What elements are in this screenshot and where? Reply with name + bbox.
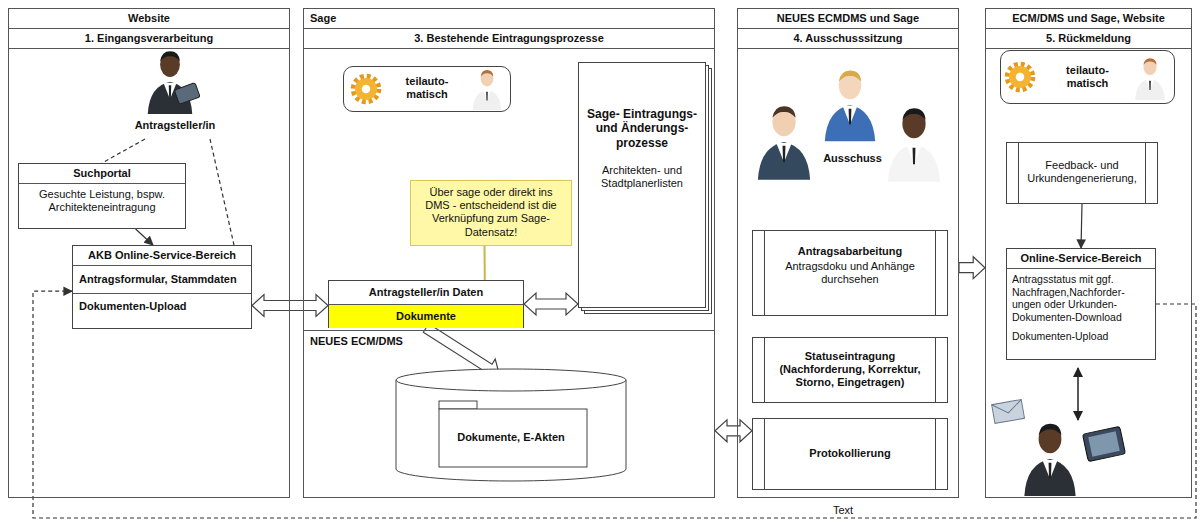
node-label: Protokollierung (771, 447, 929, 460)
node-label: NEUES ECMDMS und Sage (738, 9, 958, 29)
actor-group: Ausschuss (760, 70, 945, 188)
cylinder-outline (395, 368, 627, 482)
node-label: Dokumente, E-Akten (443, 431, 579, 444)
node-text: 4. Ausschusssitzung (738, 29, 958, 49)
node-label: ECM/DMS und Sage, Website (986, 9, 1191, 29)
node-text: 5. Rückmeldung (986, 29, 1191, 49)
swimlane: NEUES ECMDMS und Sage4. Ausschusssitzung… (737, 8, 959, 498)
arrow-connector (136, 229, 153, 245)
callout-pointer (484, 246, 486, 280)
swimlane: ECM/DMS und Sage, Website5. Rückmeldung t… (985, 8, 1192, 498)
edge-label: Text (830, 504, 856, 516)
node-label: Antragsteller/in Daten (329, 281, 523, 305)
node-text: Antragsformular, Stammdaten (73, 266, 251, 293)
node-text: Antragsdoku und Anhänge durchsehen (771, 260, 929, 286)
process-box: AntragsabarbeitungAntragsdoku und Anhäng… (752, 230, 948, 316)
node-text: Architekten- und Stadtplanerlisten (585, 164, 699, 190)
node-label: Website (9, 9, 289, 29)
node-label: Feedback- und Urkundengenerierung, (1025, 159, 1139, 185)
node-label: Antragsteller/in (125, 119, 225, 132)
applicant-icon (148, 51, 200, 114)
node-label: NEUES ECM/DMS (304, 331, 714, 352)
block-arrow (524, 293, 578, 315)
node-label: Ausschuss (760, 152, 945, 165)
node-label: teilauto- matisch (1053, 64, 1122, 90)
node-text: Gesuchte Leistung, bspw. Architekteneint… (19, 184, 185, 218)
block-arrow (715, 420, 752, 442)
actor: Antragsteller/in (125, 55, 225, 139)
service-box: Online-Service-BereichAntragsstatus mit … (1006, 248, 1156, 360)
database-cylinder: Dokumente, E-Akten (395, 368, 627, 482)
node-label: Online-Service-Bereich (1007, 249, 1155, 269)
automation-box: teilauto- matisch (1000, 50, 1175, 104)
dashed-connector (102, 139, 145, 163)
node-text: Dokumenten-Upload (1007, 328, 1155, 345)
service-box: AKB Online-Service-BereichAntragsformula… (72, 245, 252, 329)
node-text: 1. Eingangsverarbeitung (9, 29, 289, 49)
node-text: 3. Bestehende Eintragungsprozesse (304, 29, 714, 49)
node-text: Dokumente (329, 305, 523, 328)
committee-icons (758, 70, 940, 181)
process-stack: Sage- Eintragungs- und Änderungs- prozes… (578, 62, 706, 308)
block-arrow (959, 257, 985, 279)
node-label: AKB Online-Service-Bereich (73, 246, 251, 266)
process-box: Statuseintragung (Nachforderung, Korrekt… (752, 337, 948, 403)
portal-box: SuchportalGesuchte Leistung, bspw. Archi… (18, 163, 186, 229)
node-label: Über sage oder direkt ins DMS - entschei… (417, 186, 565, 239)
process-box: Protokollierung (752, 418, 948, 490)
process-box: Feedback- und Urkundengenerierung, (1006, 142, 1158, 204)
data-box: Antragsteller/in DatenDokumente (328, 280, 524, 328)
note-callout: Über sage oder direkt ins DMS - entschei… (410, 180, 572, 246)
dashed-connector (210, 139, 234, 245)
node-label: teilauto- matisch (396, 75, 458, 101)
arrow-connector (1081, 204, 1082, 248)
recipient-icon (992, 368, 1126, 496)
node-label: Sage- Eintragungs- und Änderungs- prozes… (585, 107, 699, 150)
node-label: Suchportal (19, 164, 185, 184)
system-region: NEUES ECM/DMS Dokumente, E-Akten (303, 330, 715, 498)
node-label: Statuseintragung (Nachforderung, Korrekt… (771, 350, 929, 390)
node-text: Dokumenten-Upload (73, 293, 251, 319)
swimlane: Website1. EingangsverarbeitungAntragstel… (8, 8, 290, 498)
block-arrow (252, 295, 328, 317)
swimlane: Sage3. Bestehende Eintragungsprozesse tei… (303, 8, 715, 498)
node-label: Antragsabarbeitung (771, 245, 929, 258)
node-text: Antragsstatus mit ggf. Nachfragen,Nachfo… (1007, 269, 1155, 327)
automation-box: teilauto- matisch (343, 66, 511, 112)
node-label: Sage (304, 9, 714, 29)
